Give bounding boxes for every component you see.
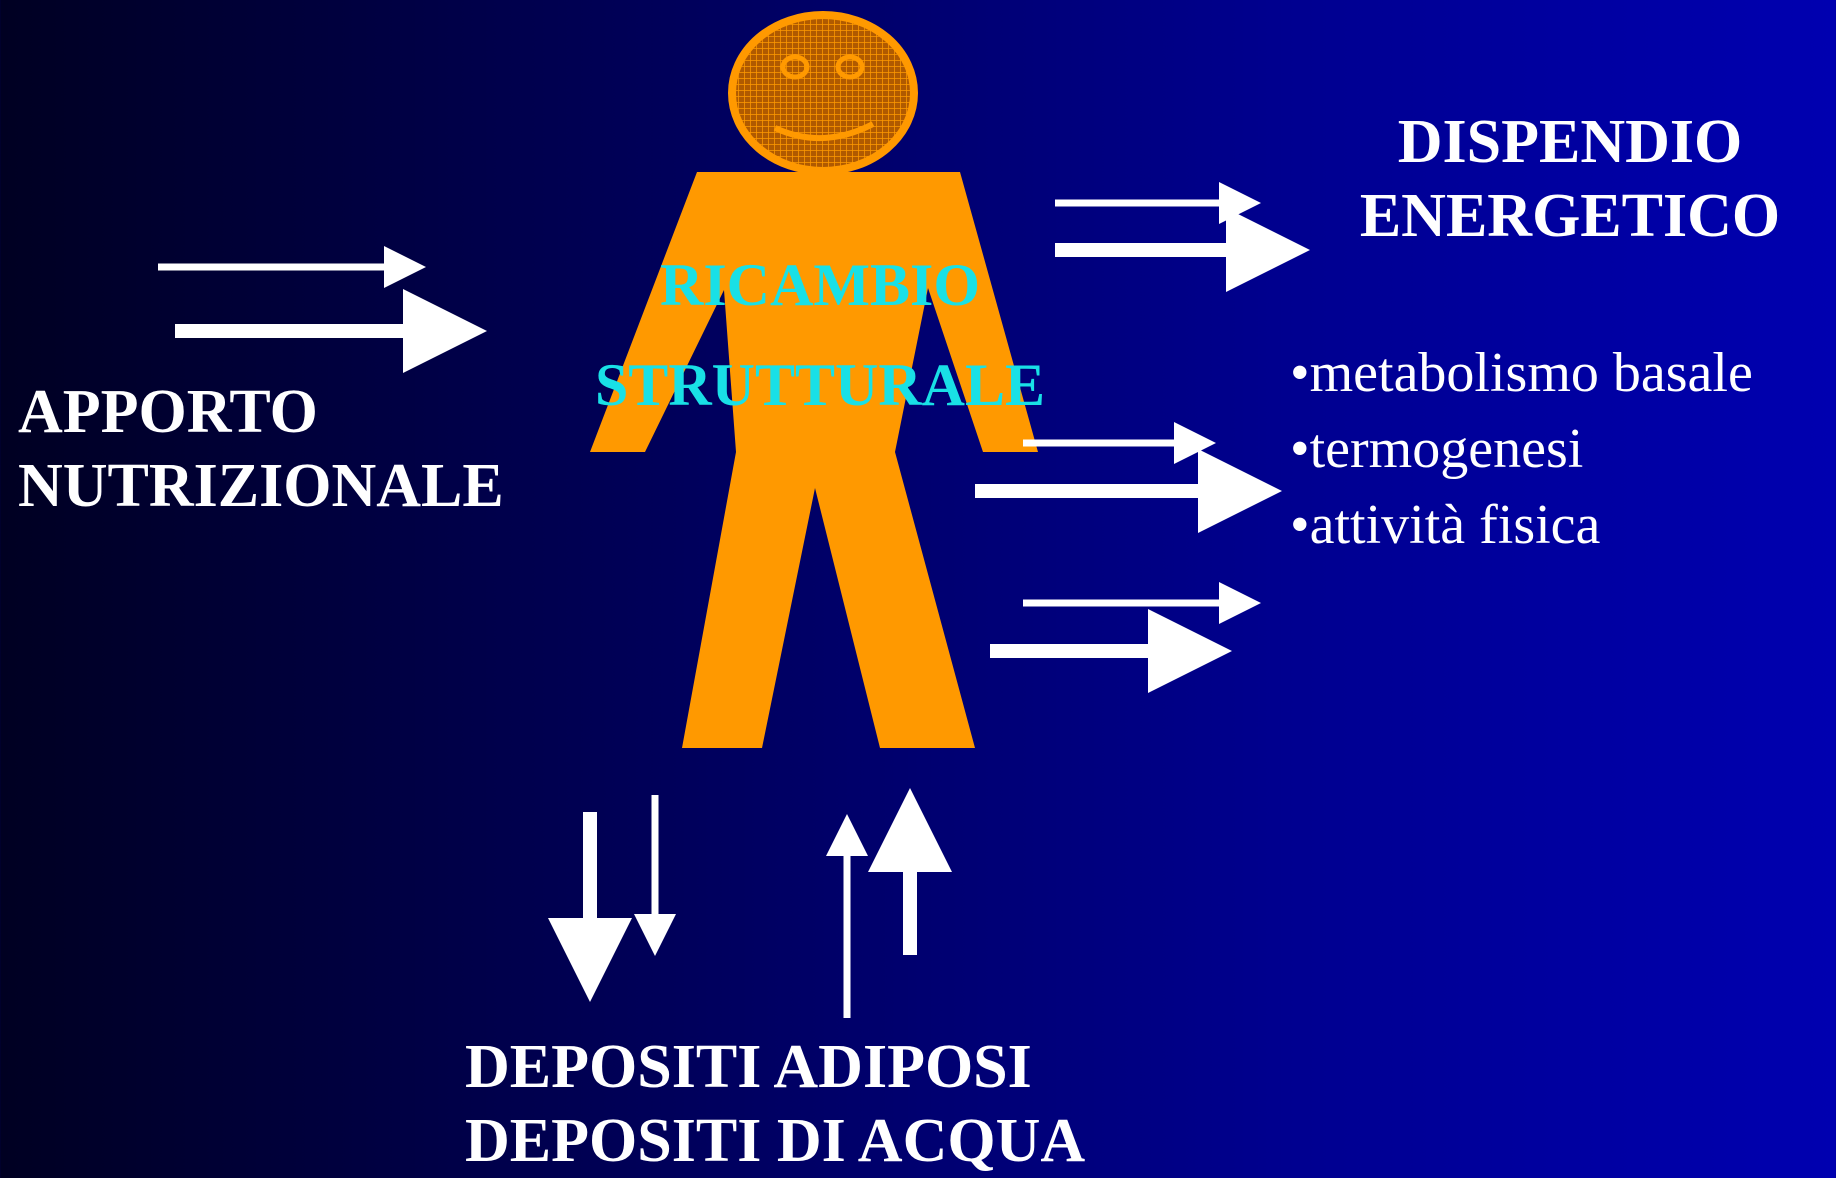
output-label: DISPENDIO ENERGETICO — [1330, 105, 1810, 253]
list-item: •attività fisica — [1290, 487, 1753, 563]
center-label-line1: RICAMBIO — [560, 235, 1080, 335]
input-label-line1: APPORTO — [18, 375, 504, 449]
list-item: •termogenesi — [1290, 411, 1753, 487]
input-label: APPORTO NUTRIZIONALE — [18, 375, 504, 523]
input-label-line2: NUTRIZIONALE — [18, 449, 504, 523]
output-label-line1: DISPENDIO — [1330, 105, 1810, 179]
head-icon — [732, 15, 914, 171]
list-item: •metabolismo basale — [1290, 335, 1753, 411]
storage-label-line2: DEPOSITI DI ACQUA — [465, 1104, 1085, 1178]
storage-label: DEPOSITI ADIPOSI DEPOSITI DI ACQUA — [465, 1030, 1085, 1178]
center-label: RICAMBIO STRUTTURALE — [560, 235, 1080, 435]
storage-label-line1: DEPOSITI ADIPOSI — [465, 1030, 1085, 1104]
output-label-line2: ENERGETICO — [1330, 179, 1810, 253]
expenditure-list: •metabolismo basale •termogenesi •attivi… — [1290, 335, 1753, 563]
center-label-line2: STRUTTURALE — [560, 335, 1080, 435]
